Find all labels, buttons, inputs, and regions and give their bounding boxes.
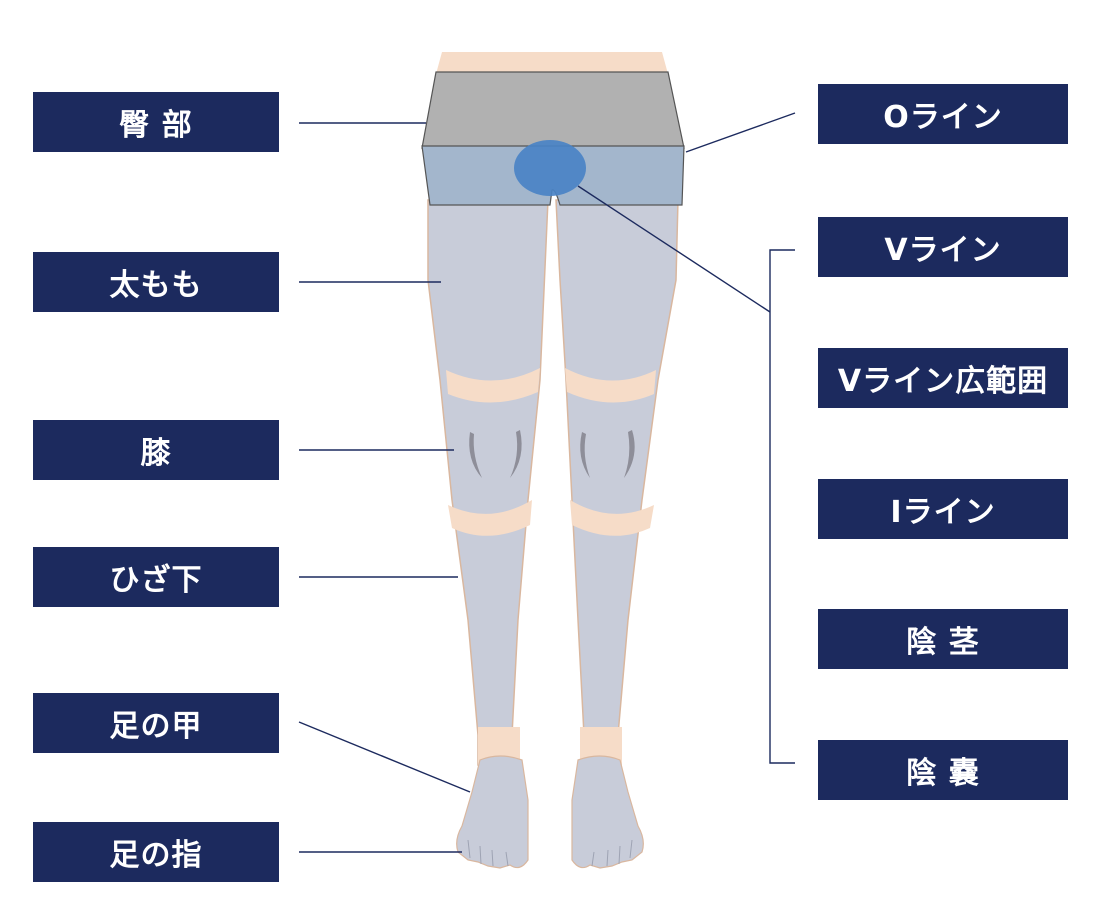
right-foot bbox=[571, 755, 644, 869]
right-above-knee-band bbox=[565, 368, 656, 403]
left-below-knee-band bbox=[448, 500, 532, 536]
left-knee-mark-1 bbox=[469, 432, 482, 478]
waist-skin bbox=[436, 52, 668, 74]
left-foot bbox=[456, 755, 529, 869]
label-i-line: Iライン bbox=[818, 479, 1068, 539]
shorts-top bbox=[421, 71, 685, 149]
label-toes: 足の指 bbox=[33, 822, 279, 882]
left-leg bbox=[427, 199, 549, 766]
right-ankle-band bbox=[580, 727, 622, 765]
label-thigh: 太もも bbox=[33, 252, 279, 312]
left-ankle-band bbox=[478, 727, 520, 765]
label-v-line: Vライン bbox=[818, 217, 1068, 277]
right-knee-mark-2 bbox=[624, 430, 635, 478]
left-knee-mark-2 bbox=[510, 430, 522, 478]
label-penis: 陰 茎 bbox=[818, 609, 1068, 669]
bracket-vio bbox=[769, 249, 795, 764]
vio-circle bbox=[514, 140, 586, 196]
right-below-knee-band bbox=[570, 500, 654, 536]
left-above-knee-band bbox=[446, 368, 540, 403]
leader-line-o-line bbox=[685, 112, 796, 153]
label-v-line-wide: Vライン広範囲 bbox=[818, 348, 1068, 408]
label-scrotum: 陰 嚢 bbox=[818, 740, 1068, 800]
label-below-knee: ひざ下 bbox=[33, 547, 279, 607]
label-knee: 膝 bbox=[33, 420, 279, 480]
label-instep: 足の甲 bbox=[33, 693, 279, 753]
right-toe-lines bbox=[591, 839, 633, 867]
label-o-line: Oライン bbox=[818, 84, 1068, 144]
left-toe-lines bbox=[467, 839, 509, 867]
leader-line-instep bbox=[298, 721, 471, 793]
right-knee-mark-1 bbox=[580, 432, 590, 478]
label-buttocks: 臀 部 bbox=[33, 92, 279, 152]
leader-line-vio bbox=[577, 185, 771, 313]
right-leg bbox=[555, 199, 679, 766]
